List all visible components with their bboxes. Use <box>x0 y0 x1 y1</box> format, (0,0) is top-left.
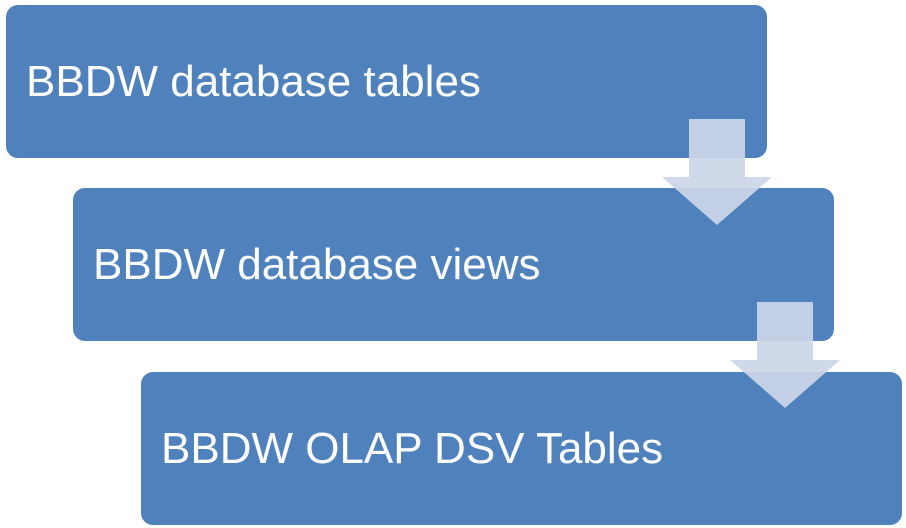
step-box-olap-dsv-tables: BBDW OLAP DSV Tables <box>141 372 902 525</box>
step-label: BBDW database tables <box>26 56 481 106</box>
down-arrow-icon <box>662 119 772 225</box>
down-arrow-icon <box>730 302 840 408</box>
step-box-database-views: BBDW database views <box>73 188 834 341</box>
step-label: BBDW database views <box>93 239 541 289</box>
step-label: BBDW OLAP DSV Tables <box>161 423 664 473</box>
step-box-database-tables: BBDW database tables <box>6 5 767 158</box>
